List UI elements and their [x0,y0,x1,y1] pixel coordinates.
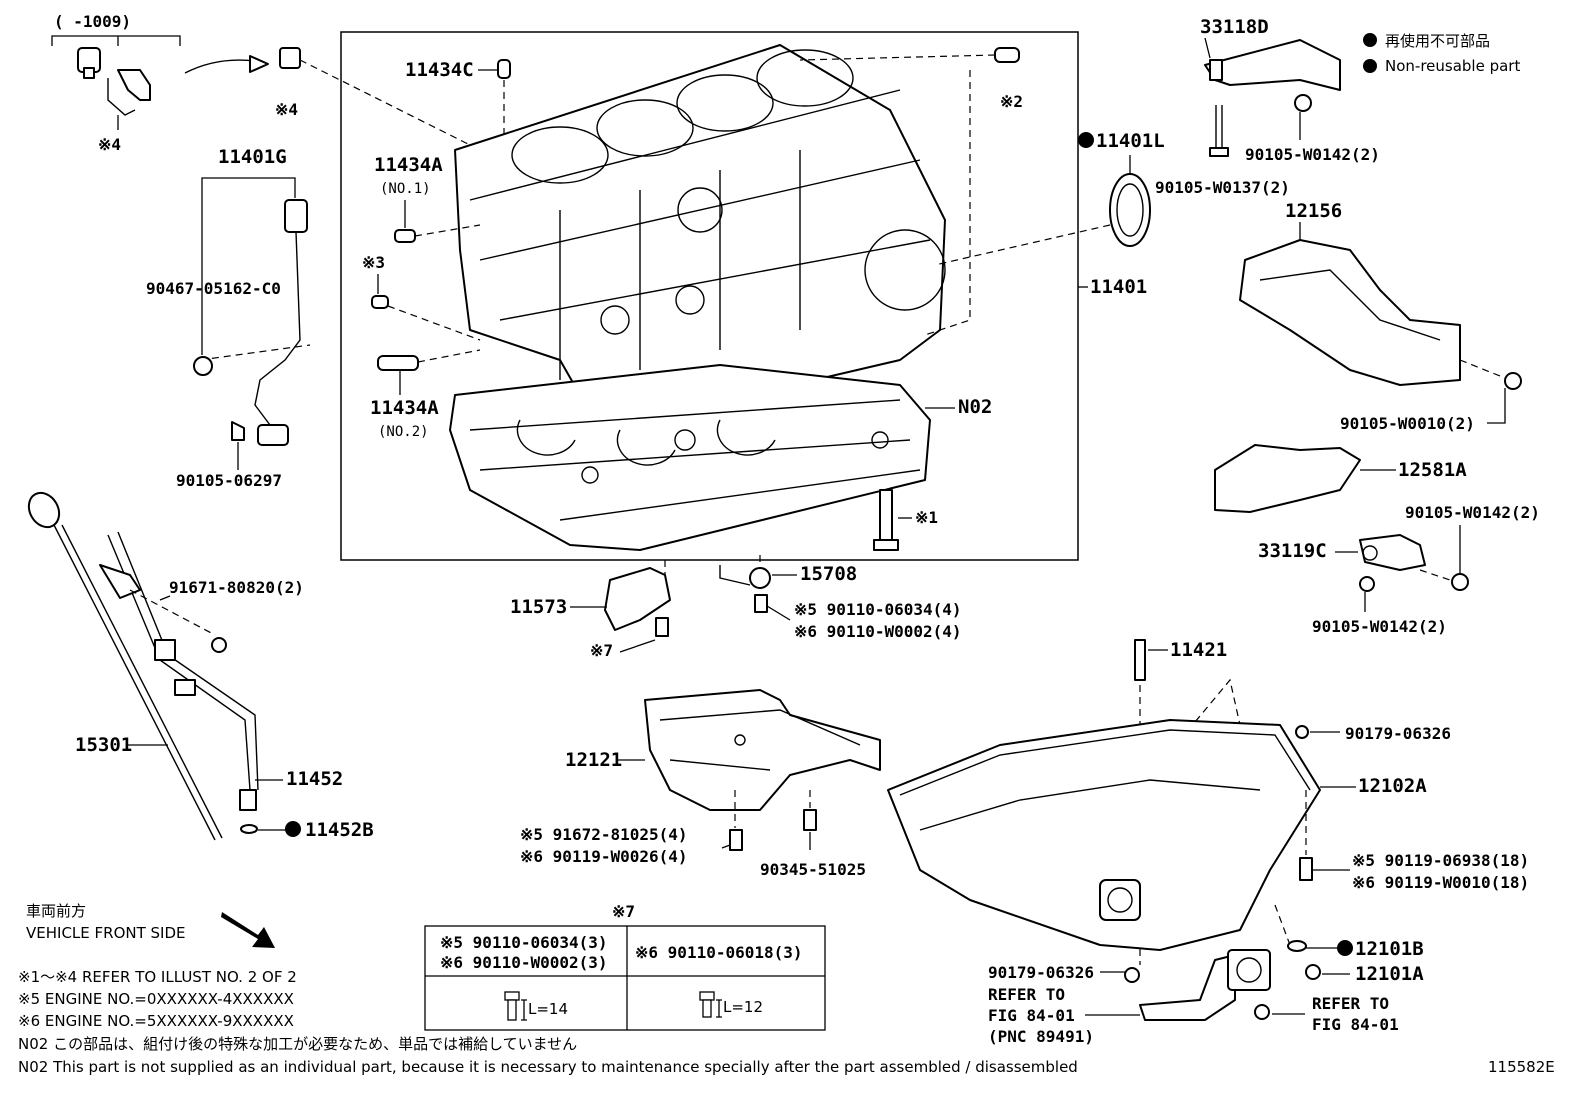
note-1-4: ※1～※4 REFER TO ILLUST NO. 2 OF 2 [18,968,297,986]
label-11434C: 11434C [405,59,474,81]
label-90119-06938: ※5 90119-06938(18) [1352,851,1529,870]
mark-2: ※2 [1000,92,1023,111]
refer-b-line1: REFER TO [1312,994,1389,1013]
baffle-plate-drawing [644,689,881,811]
table-right-1: ※6 90110-06018(3) [635,943,803,962]
label-91671: 91671-80820(2) [169,578,304,597]
label-90105-W0010: 90105-W0010(2) [1340,414,1475,433]
refer-b-line2: FIG 84-01 [1312,1015,1399,1034]
engine-block-frame [340,31,1079,561]
label-11401: 11401 [1090,276,1147,298]
label-12121: 12121 [565,749,622,771]
label-11401L: 11401L [1096,130,1165,152]
label-11452B: 11452B [305,819,374,841]
label-12101A: 12101A [1355,963,1424,985]
label-N02: N02 [958,396,992,418]
label-15301: 15301 [75,734,132,756]
label-90105-W0142-c: 90105-W0142(2) [1312,617,1447,636]
refer-a-line3: (PNC 89491) [988,1027,1094,1046]
label-90105-W0142-a: 90105-W0142(2) [1245,145,1380,164]
label-33119C: 33119C [1258,540,1327,562]
bolt-table: ※5 90110-06034(3) ※6 90110-W0002(3) ※6 9… [424,925,826,1031]
front-ja: 車両前方 [26,902,86,920]
note-n02-ja: N02 この部品は、組付け後の特殊な加工が必要なため、単品では補給していません [18,1035,577,1053]
lower-crankcase-drawing [449,364,931,551]
table-right-length: L=12 [723,998,763,1016]
table-left-1: ※5 90110-06034(3) [440,933,608,952]
label-90467: 90467-05162-C0 [146,279,281,298]
label-no2: (NO.2) [378,424,429,440]
mark-3: ※3 [362,253,385,272]
non-reusable-dot-icon [285,821,301,837]
label-90110-W0002: ※6 90110-W0002(4) [794,622,962,641]
label-90105-W0142-b: 90105-W0142(2) [1405,503,1540,522]
label-12156: 12156 [1285,200,1342,222]
label-12581A: 12581A [1398,459,1467,481]
note-5: ※5 ENGINE NO.=0XXXXXX-4XXXXXX [18,990,294,1008]
label-90110-06034: ※5 90110-06034(4) [794,600,962,619]
label-11401G: 11401G [218,146,287,168]
table-left-2: ※6 90110-W0002(3) [440,953,608,972]
label-90179-a: 90179-06326 [1345,724,1451,743]
legend-ja: 再使用不可部品 [1385,32,1490,50]
label-15708: 15708 [800,563,857,585]
label-11452: 11452 [286,768,343,790]
mark-4a: ※4 [98,135,121,154]
legend: 再使用不可部品 Non-reusable part [1363,32,1520,75]
note-6: ※6 ENGINE NO.=5XXXXXX-9XXXXXX [18,1012,294,1030]
label-11421: 11421 [1170,639,1227,661]
top-left-parts: ( -1009) ※4 ※4 [51,12,471,154]
label-90105-W0137: 90105-W0137(2) [1155,178,1290,197]
label-12101B: 12101B [1355,938,1424,960]
label-11573: 11573 [510,596,567,618]
cylinder-block-drawing [454,44,946,431]
label-91672: ※5 91672-81025(4) [520,825,688,844]
label-90119-W0026: ※6 90119-W0026(4) [520,847,688,866]
label-12102A: 12102A [1358,775,1427,797]
label-33118D: 33118D [1200,16,1269,38]
label-90105-06297: 90105-06297 [176,471,282,490]
non-reusable-dot-icon [1078,132,1094,148]
label-90345: 90345-51025 [760,860,866,879]
refer-a-line2: FIG 84-01 [988,1006,1075,1025]
oil-pan-drawing [887,719,1321,951]
non-reusable-dot-icon [1363,33,1377,47]
label-no1: (NO.1) [380,181,431,197]
label-90179-b: 90179-06326 [988,963,1094,982]
label-11434A-1: 11434A [374,154,443,176]
table-left-length: L=14 [528,1000,568,1018]
label-1009: ( -1009) [54,12,131,31]
refer-a-line1: REFER TO [988,985,1065,1004]
mark-1: ※1 [915,508,938,527]
mark-7-table: ※7 [612,902,635,921]
bolt-icon [504,991,527,1021]
mark-7: ※7 [590,641,613,660]
non-reusable-dot-icon [1363,59,1377,73]
non-reusable-dot-icon [1337,940,1353,956]
label-11434A-2: 11434A [370,397,439,419]
figure-id: 115582E [1488,1058,1555,1076]
dipstick-drawing [27,491,259,841]
legend-en: Non-reusable part [1385,57,1520,75]
front-en: VEHICLE FRONT SIDE [26,924,186,942]
label-90119-W0010: ※6 90119-W0010(18) [1352,873,1529,892]
note-n02-en: N02 This part is not supplied as an indi… [18,1058,1078,1076]
bolt-icon [699,991,722,1018]
front-arrow-icon [221,912,275,948]
mark-4b: ※4 [275,100,298,119]
